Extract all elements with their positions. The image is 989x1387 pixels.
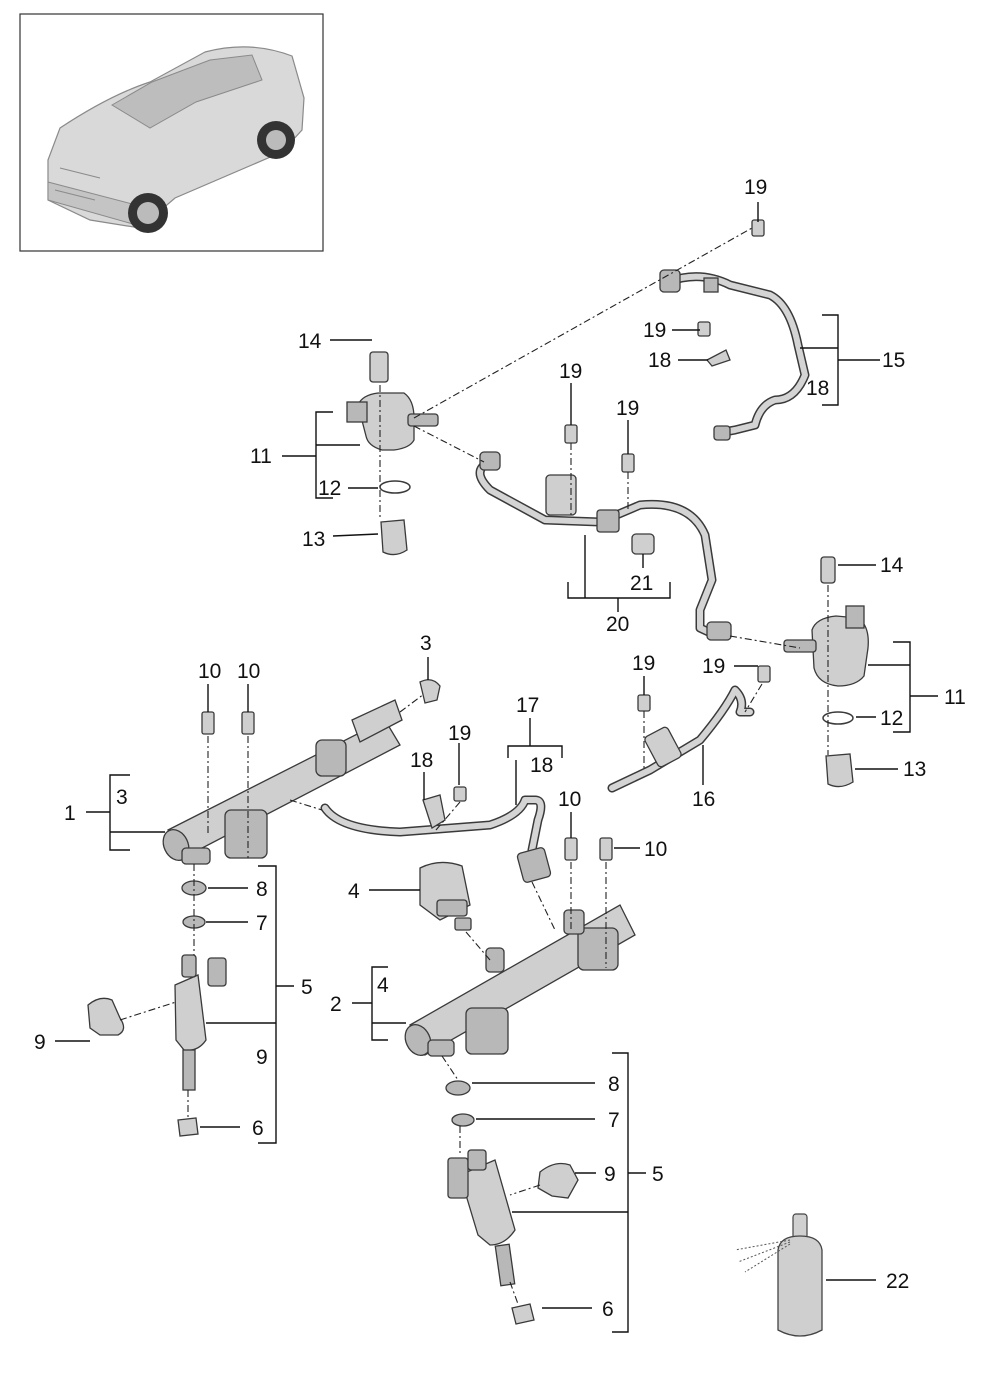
callout-19: 19 [632,652,655,675]
clip-18-r [705,349,731,367]
callout-15: 15 [882,349,905,372]
leader-lines [55,202,938,1333]
vehicle-thumbnail-icon [47,46,305,233]
callout-18: 18 [648,349,671,372]
fuel-rail-2 [404,837,636,1057]
callout-11: 11 [250,445,272,468]
injector-r [459,1159,516,1246]
connecting-pipe-17 [320,786,552,883]
bolt-19-r16 [757,665,771,683]
callout-14: 14 [880,554,904,577]
bolt-10-a [201,711,215,735]
callout-4: 4 [348,880,360,903]
callout-2: 2 [330,993,342,1016]
callout-13: 13 [903,758,926,781]
callout-6: 6 [252,1117,264,1140]
callout-13: 13 [302,528,325,551]
callout-7: 7 [256,912,268,935]
bolt-19-l17 [453,786,467,802]
fuel-line-16 [607,665,771,793]
callout-4: 4 [377,974,389,997]
callout-12: 12 [318,477,341,500]
callout-10: 10 [198,660,221,683]
callout-19: 19 [643,319,666,342]
callout-19: 19 [702,655,725,678]
assembly-lines [119,227,829,1305]
cup-13-right [825,753,854,788]
bolt-14-right [820,556,836,584]
callout-16: 16 [692,788,715,811]
bolt-19-m2 [621,453,635,473]
callout-21: 21 [630,572,653,595]
callout-9: 9 [256,1046,268,1069]
hp-pump-right [783,556,869,788]
o-ring-12-upper [379,480,411,494]
callout-12: 12 [880,707,903,730]
callout-20: 20 [606,613,629,636]
bolt-19-r [697,321,711,337]
callout-7: 7 [608,1109,620,1132]
callout-3: 3 [420,632,432,655]
injector-set-left [87,880,227,1137]
injector-set-right [445,1080,579,1325]
bolt-10-c [564,837,578,861]
vehicle-thumbnail [19,13,324,252]
callout-14: 14 [298,330,322,353]
callouts: 19 14 19 18 15 18 19 19 11 12 13 21 20 1… [34,176,966,1321]
fuel-rail-1 [162,679,441,865]
pump-body-upper [357,392,415,451]
o-ring-12-right [822,711,854,725]
hp-pump-upper [346,351,439,556]
callout-22: 22 [886,1270,909,1293]
bolt-19-top [751,219,765,237]
callout-19: 19 [616,397,639,420]
clip-9-r [537,1162,579,1199]
callout-10: 10 [558,788,581,811]
callout-18: 18 [806,377,829,400]
pressure-sensor-4 [419,861,472,931]
callout-10: 10 [644,838,667,861]
return-line-upper [659,219,810,441]
callout-18: 18 [530,754,553,777]
cap-3 [419,679,441,704]
bolt-10-d [599,837,613,861]
clamp-21 [631,533,655,555]
clip-18-l [422,794,446,829]
bolt-10-b [241,711,255,735]
callout-19: 19 [744,176,767,199]
bolt-14-upper [369,351,389,383]
cap-6-l [177,1117,199,1137]
callout-19: 19 [448,722,471,745]
ring-7-r [451,1113,475,1127]
callout-8: 8 [256,878,268,901]
callout-8: 8 [608,1073,620,1096]
callout-9: 9 [604,1163,616,1186]
callout-18: 18 [410,749,433,772]
callout-1: 1 [64,802,76,825]
bolt-19-l16 [637,694,651,712]
callout-10: 10 [237,660,260,683]
callout-6: 6 [602,1298,614,1321]
bolt-19-m1 [564,424,578,444]
callout-19: 19 [559,360,582,383]
callout-3: 3 [116,786,128,809]
cup-13-upper [380,519,408,556]
cleaner-bottle-22 [734,1213,823,1337]
callout-11: 11 [944,686,966,709]
callout-5: 5 [652,1163,664,1186]
callout-17: 17 [516,694,539,717]
clip-9-l [87,997,125,1036]
fuel-line-20 [475,424,732,641]
cap-6-r [511,1303,535,1325]
injector-l [174,974,207,1051]
callout-9: 9 [34,1031,46,1054]
seal-8-r [445,1080,471,1096]
callout-5: 5 [301,976,313,999]
